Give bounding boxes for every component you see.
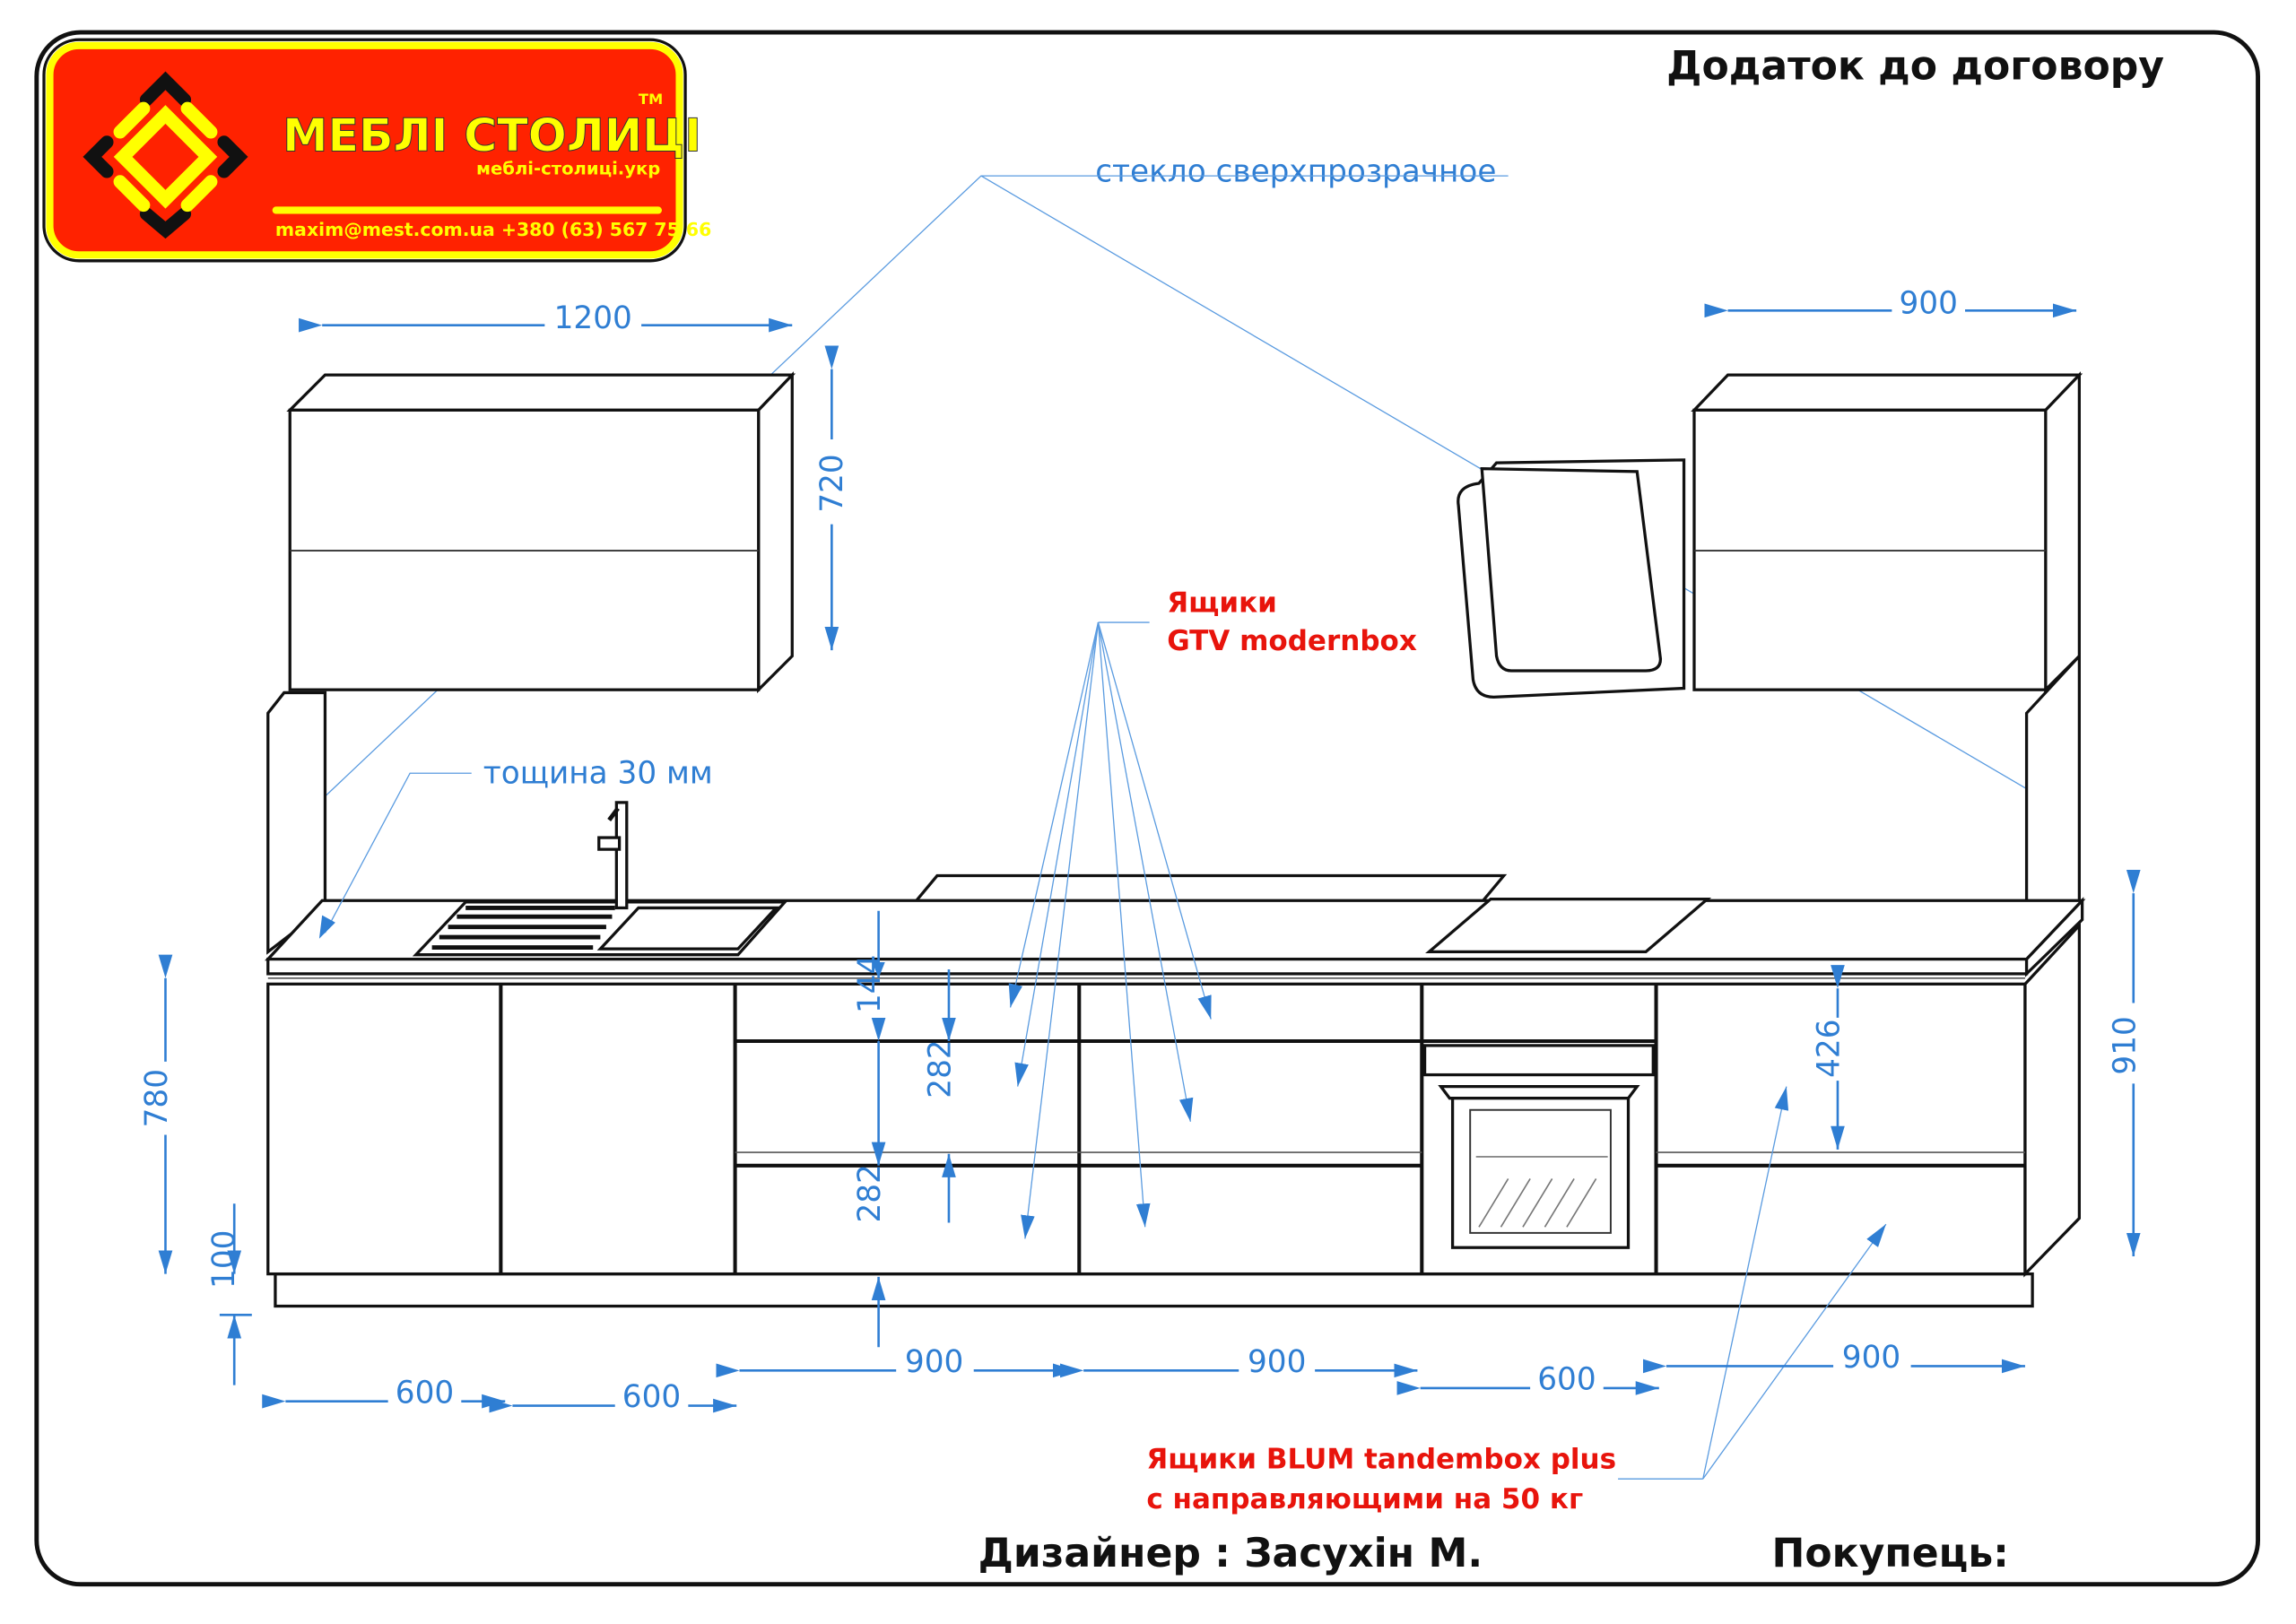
buyer-label: Покупець: (1772, 1531, 2009, 1576)
blum-note-line2: с направляющими на 50 кг (1146, 1483, 1583, 1515)
dim-bottom-6: 900 (1842, 1340, 1900, 1376)
dim-bottom-5: 600 (1537, 1362, 1596, 1398)
page-title: Додаток до договору (1666, 43, 2164, 89)
gtv-note-line2: GTV modernbox (1167, 625, 1417, 657)
gtv-leaders (1008, 621, 1212, 1239)
glass-panel-right (2024, 652, 2081, 941)
upper-cabinet-left (286, 371, 796, 694)
logo-brand: МЕБЛІ СТОЛИЦІ (283, 109, 701, 161)
dim-bottom-1: 600 (396, 1375, 454, 1411)
logo-diamond-icon (83, 71, 248, 239)
faucet (597, 801, 629, 910)
glass-note: стекло сверхпрозрачное (1095, 154, 1496, 190)
dim-bottom-4: 900 (1248, 1344, 1306, 1380)
oven (1422, 1044, 1655, 1249)
blum-note-line1: Ящики BLUM tandembox plus (1146, 1444, 1616, 1476)
dim-bottom-3: 900 (905, 1344, 963, 1380)
blum-leaders (1618, 1086, 1887, 1480)
dim-total-height: 910 (2107, 1016, 2143, 1074)
sheet-frame (34, 30, 2260, 1587)
company-logo: МЕБЛІ СТОЛИЦІ TM меблі-столиці.укр maxim… (42, 38, 711, 263)
dim-upper-left-width: 1200 (554, 300, 632, 336)
dim-base-height: 780 (139, 1069, 175, 1127)
dim-upper-left-height: 720 (814, 454, 850, 512)
gtv-note-line1: Ящики (1167, 587, 1277, 620)
bottom-dimensions: 600 600 900 900 600 900 (262, 1340, 2025, 1415)
range-hood (1457, 458, 1686, 699)
dim-drawer-top: 144 (852, 955, 888, 1013)
dim-upper-right-width: 900 (1900, 286, 1958, 322)
thickness-note: тощина 30 мм (483, 756, 713, 792)
dim-blum-drawer: 426 (1812, 1019, 1848, 1077)
dim-bottom-2: 600 (622, 1379, 681, 1415)
logo-contacts: maxim@mest.com.ua +380 (63) 567 75 66 (275, 219, 711, 240)
sink (412, 900, 788, 957)
logo-site: меблі-столиці.укр (476, 158, 660, 178)
dim-drawer-mid: 282 (923, 1039, 959, 1098)
designer-label: Дизайнер : Засухін М. (978, 1531, 1483, 1576)
upper-cabinet-right (1691, 371, 2083, 694)
cooktop (1425, 898, 1712, 954)
logo-tm: TM (639, 91, 663, 108)
dim-plinth: 100 (206, 1230, 242, 1289)
dim-drawer-low: 282 (852, 1164, 888, 1222)
glass-panel-left (266, 690, 327, 955)
base-cabinets (266, 921, 2081, 1308)
